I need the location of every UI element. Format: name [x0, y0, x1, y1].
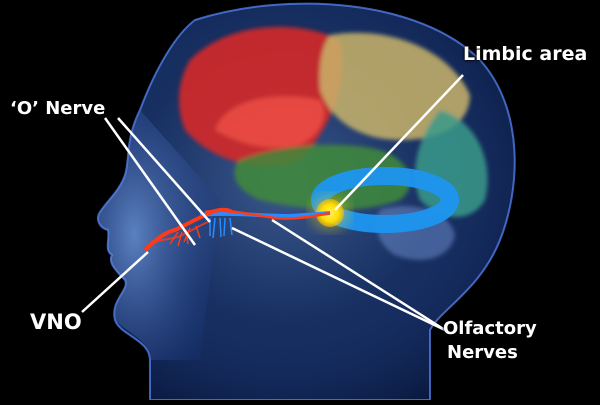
- brain: [178, 26, 488, 260]
- label-o-nerve: ‘O’ Nerve: [10, 98, 106, 119]
- leader-vno: [81, 251, 149, 313]
- parietal-lobe: [319, 32, 470, 140]
- label-olfactory-line2: Nerves: [447, 342, 518, 363]
- frontal-arc: [215, 96, 324, 148]
- temporal-lobe: [234, 144, 411, 210]
- label-limbic-area: Limbic area: [463, 43, 588, 65]
- face-highlight: [97, 110, 220, 360]
- leader-olf-2: [271, 218, 446, 332]
- leader-lines: [81, 74, 464, 332]
- olfactory-nerve-tract: [143, 207, 331, 252]
- label-olfactory-line1: Olfactory: [443, 318, 537, 339]
- leader-onerve-2: [117, 117, 211, 223]
- vno-nerve: [143, 207, 233, 252]
- leader-limbic: [334, 74, 464, 211]
- leader-olf-1: [231, 226, 446, 332]
- leader-onerve-1: [103, 117, 197, 246]
- label-vno: VNO: [30, 310, 82, 334]
